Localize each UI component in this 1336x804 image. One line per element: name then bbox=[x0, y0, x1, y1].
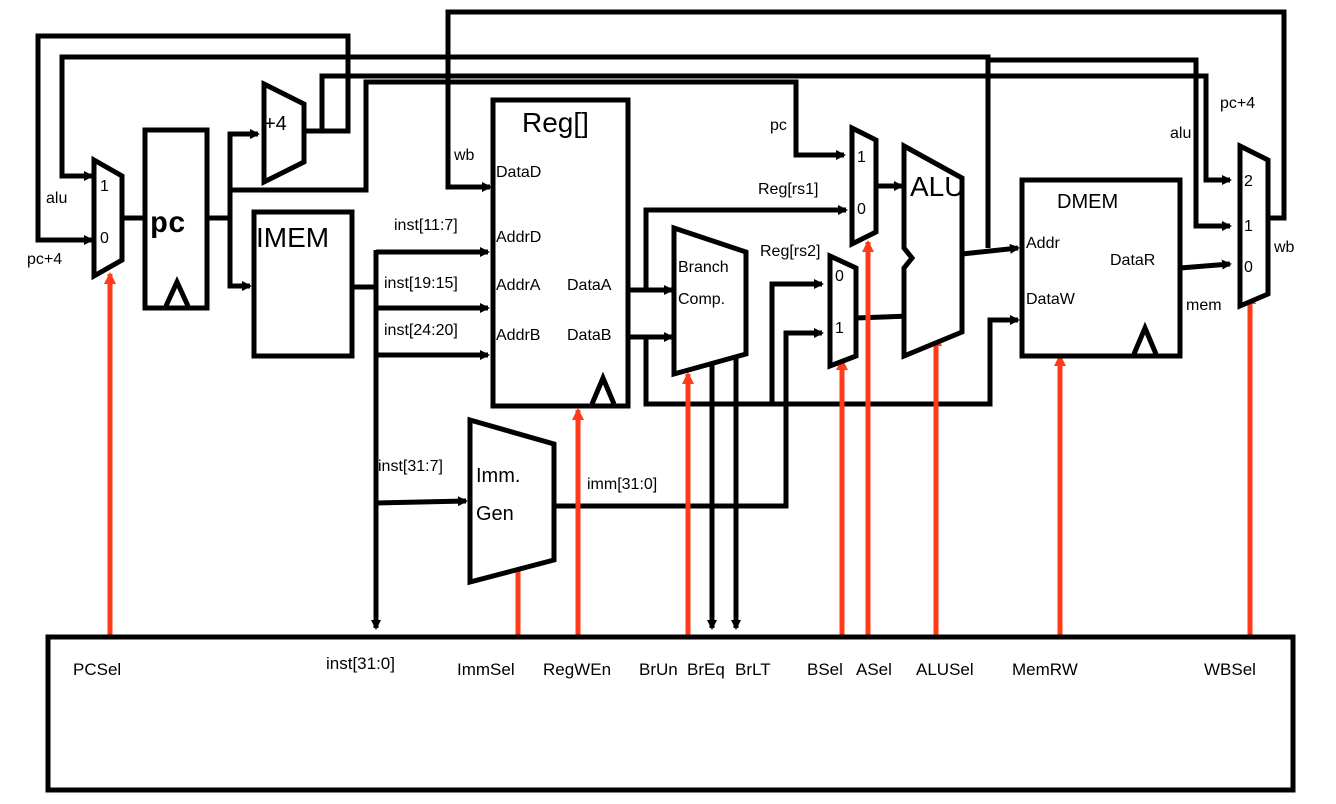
pc-mux bbox=[91, 155, 125, 281]
a-mux-input-0-label: 0 bbox=[857, 201, 866, 218]
wire-datab-to-dmem bbox=[643, 315, 1020, 407]
wire-bmux-to-alu bbox=[855, 311, 912, 322]
signal-pc-amux-label: pc bbox=[770, 117, 787, 134]
branch-comp-label-2: Comp. bbox=[678, 291, 725, 308]
signal-pc4-right-label: pc+4 bbox=[1220, 95, 1255, 112]
dmem-addr-label: Addr bbox=[1026, 235, 1060, 252]
wb-mux-input-0-label: 0 bbox=[1244, 259, 1253, 276]
ctrl-pcsel-label: PCSel bbox=[73, 660, 121, 679]
wire-pc-to-imem bbox=[227, 218, 252, 291]
dmem-label: DMEM bbox=[1057, 191, 1118, 213]
alu-label: ALU bbox=[910, 171, 964, 202]
wire-inst-immgen bbox=[375, 496, 468, 507]
signal-mem-label: mem bbox=[1186, 297, 1222, 314]
signal-inst-31-7-label: inst[31:7] bbox=[378, 458, 443, 475]
signal-wb-reg-label: wb bbox=[453, 147, 475, 164]
imm-gen-label-2: Gen bbox=[476, 503, 514, 525]
signal-wb-right-label: wb bbox=[1273, 239, 1295, 256]
plus4-adder bbox=[261, 79, 307, 187]
ctrl-bsel-label: BSel bbox=[807, 660, 843, 679]
wire-alu-to-wbmux bbox=[988, 57, 1232, 231]
pc-register-label: pc bbox=[150, 208, 186, 242]
datapath-wires bbox=[35, 9, 1287, 630]
alu-block bbox=[901, 141, 965, 360]
ctrl-immsel-label: ImmSel bbox=[457, 660, 515, 679]
ctrl-asel-label: ASel bbox=[856, 660, 892, 679]
ctrl-regwen-label: RegWEn bbox=[543, 660, 611, 679]
wire-pc-to-amux bbox=[230, 79, 846, 193]
a-mux bbox=[849, 123, 879, 249]
plus4-adder-label: +4 bbox=[264, 113, 287, 135]
pc-mux-input-0-label: 0 bbox=[100, 230, 109, 247]
wire-imm-out bbox=[556, 328, 824, 509]
dmem-datar-label: DataR bbox=[1110, 252, 1155, 269]
register-file-clock-icon bbox=[589, 371, 617, 405]
register-file bbox=[490, 97, 631, 409]
wire-pc4-to-wbmux bbox=[306, 73, 1232, 185]
signal-alu-right-label: alu bbox=[1170, 125, 1191, 142]
wire-wb-to-datad bbox=[445, 9, 1287, 221]
wire-dataa-out bbox=[628, 205, 848, 293]
b-mux-input-0-label: 0 bbox=[835, 268, 844, 285]
ctrl-memrw-label: MemRW bbox=[1012, 660, 1078, 679]
signal-inst-11-7-label: inst[11:7] bbox=[394, 217, 458, 234]
a-mux-input-1-label: 1 bbox=[857, 149, 866, 166]
signal-inst-24-20-label: inst[24:20] bbox=[384, 322, 458, 339]
imm-gen-label-1: Imm. bbox=[476, 465, 520, 487]
signal-reg-rs2-label: Reg[rs2] bbox=[760, 243, 820, 260]
signal-pc4-left-label: pc+4 bbox=[27, 251, 62, 268]
port-dataa-label: DataA bbox=[567, 277, 612, 294]
wire-pc4-to-pcmux bbox=[35, 33, 351, 245]
imem-block bbox=[251, 209, 355, 359]
ctrl-alusel-label: ALUSel bbox=[916, 660, 974, 679]
dmem-block bbox=[1019, 177, 1183, 359]
port-addra-label: AddrA bbox=[496, 277, 541, 294]
port-datad-label: DataD bbox=[496, 164, 541, 181]
wire-alu-to-dmem bbox=[961, 243, 1020, 257]
b-mux-input-1-label: 1 bbox=[835, 320, 844, 337]
ctrl-wbsel-label: WBSel bbox=[1204, 660, 1256, 679]
wb-mux-input-2-label: 2 bbox=[1244, 173, 1253, 190]
port-addrb-label: AddrB bbox=[496, 327, 540, 344]
register-file-label: Reg[] bbox=[522, 107, 589, 138]
ctrl-inst-label: inst[31:0] bbox=[326, 654, 395, 673]
signal-inst-19-15-label: inst[19:15] bbox=[384, 275, 458, 292]
immediate-generator bbox=[467, 416, 557, 586]
wire-pc-to-plus4 bbox=[227, 129, 260, 190]
wb-mux bbox=[1237, 141, 1271, 310]
control-unit bbox=[45, 634, 1296, 793]
port-addrd-label: AddrD bbox=[496, 229, 541, 246]
ctrl-breq-label: BrEq bbox=[687, 660, 725, 679]
ctrl-brun-label: BrUn bbox=[639, 660, 678, 679]
signal-alu-left-label: alu bbox=[46, 190, 67, 207]
wb-mux-input-1-label: 1 bbox=[1244, 218, 1253, 235]
pc-clock-icon bbox=[163, 275, 191, 308]
branch-comp-label-1: Branch bbox=[678, 259, 729, 276]
wire-datar-to-wbmux bbox=[1179, 259, 1232, 271]
imem-label: IMEM bbox=[256, 222, 329, 253]
port-datab-label: DataB bbox=[567, 327, 611, 344]
wire-datab-to-bmux bbox=[769, 279, 824, 404]
dmem-dataw-label: DataW bbox=[1026, 291, 1076, 308]
dmem-clock-icon bbox=[1131, 321, 1159, 355]
ctrl-brlt-label: BrLT bbox=[735, 660, 771, 679]
pc-mux-input-1-label: 1 bbox=[100, 178, 109, 195]
b-mux bbox=[827, 252, 859, 370]
branch-comparator bbox=[671, 224, 749, 378]
signal-reg-rs1-label: Reg[rs1] bbox=[758, 181, 818, 198]
signal-imm-label: imm[31:0] bbox=[587, 476, 657, 493]
wire-alu-to-pcmux bbox=[59, 54, 991, 248]
control-signal-lines bbox=[104, 240, 1256, 636]
